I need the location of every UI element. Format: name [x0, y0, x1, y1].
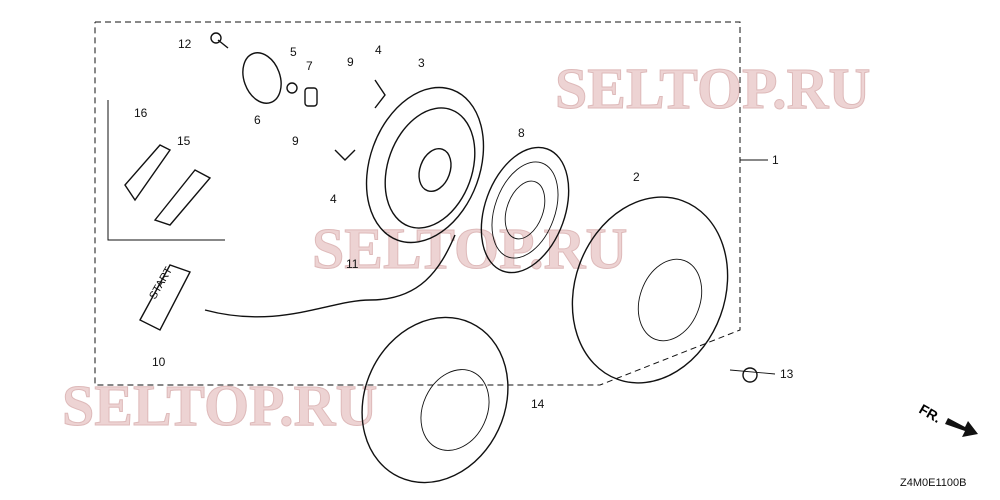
callout-15: 15 [177, 134, 191, 148]
watermark: SELTOP.RU [62, 373, 377, 438]
part-ratchet [242, 52, 282, 104]
callout-9b: 9 [292, 134, 299, 148]
part-spring [480, 146, 570, 274]
direction-label: FR. [917, 401, 945, 426]
drawing-code: Z4M0E1100B [900, 477, 966, 489]
callout-7: 7 [306, 59, 313, 73]
callout-4b: 4 [330, 192, 337, 206]
callout-11: 11 [346, 257, 359, 271]
callout-6: 6 [254, 113, 261, 127]
part-handle-16 [124, 144, 172, 202]
callout-2: 2 [633, 170, 640, 184]
part-handle-15 [153, 169, 212, 226]
callout-10: 10 [152, 355, 166, 369]
front-arrow-icon [945, 418, 978, 437]
callout-12: 12 [178, 37, 192, 51]
callout-8: 8 [518, 126, 525, 140]
watermark: SELTOP.RU [312, 216, 627, 281]
handle-box [107, 100, 225, 241]
callout-3: 3 [418, 56, 425, 70]
callout-9: 9 [347, 55, 354, 69]
callout-16: 16 [134, 106, 148, 120]
callout-14: 14 [531, 397, 545, 411]
watermark: SELTOP.RU [555, 56, 870, 121]
callouts: 12 5 7 6 9 4 3 16 15 9 4 8 2 1 11 10 13 … [134, 37, 794, 411]
callout-13: 13 [780, 367, 794, 381]
part-rope [204, 234, 456, 318]
callout-1: 1 [772, 153, 779, 167]
part-starter-handle [139, 264, 191, 331]
part-cover [571, 196, 729, 384]
handle-text: START [147, 265, 175, 302]
part-reel [365, 86, 485, 244]
callout-5: 5 [290, 45, 297, 59]
callout-4: 4 [375, 43, 382, 57]
part-guard [361, 316, 509, 484]
